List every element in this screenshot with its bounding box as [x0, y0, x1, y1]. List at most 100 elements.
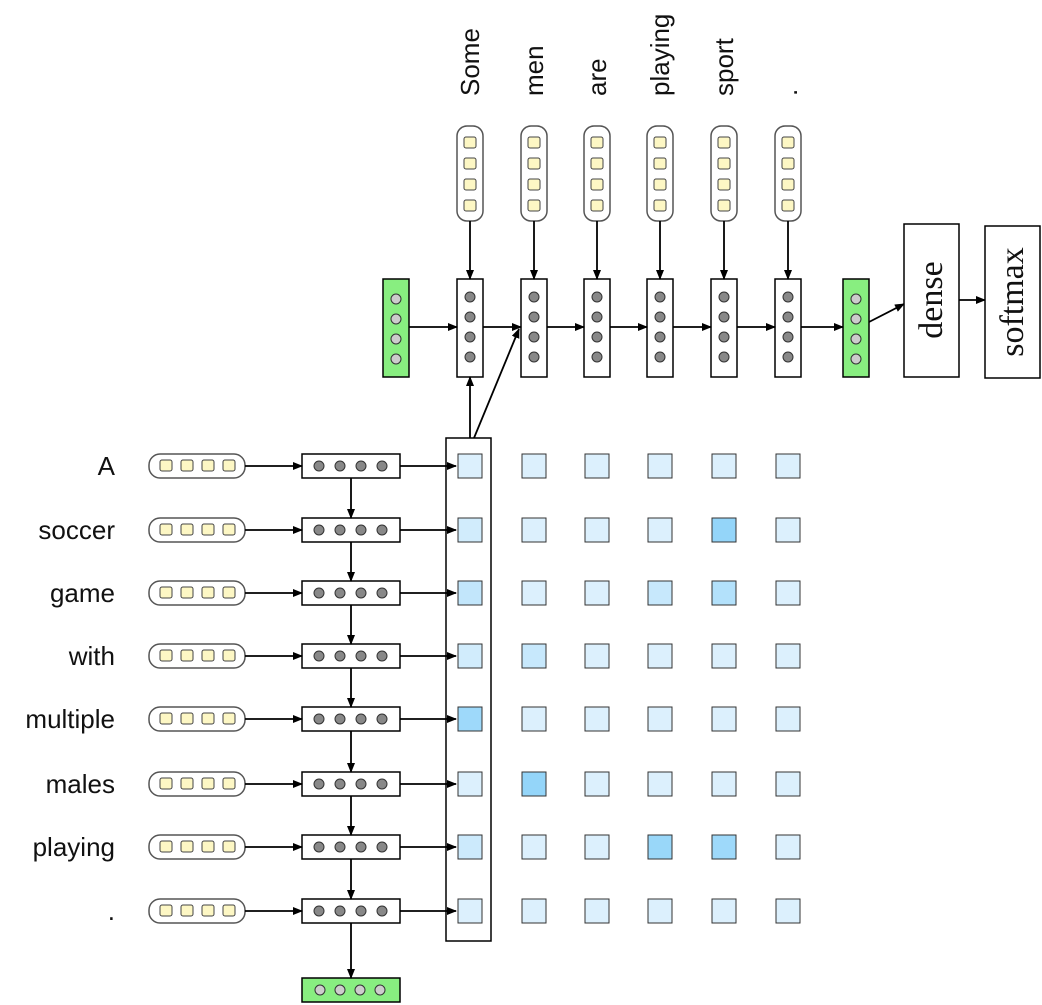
- embedding-unit: [159, 586, 173, 599]
- premise-embeddings: [148, 453, 246, 924]
- embedding-unit: [717, 136, 731, 149]
- attention-cell: [457, 898, 483, 924]
- state-node: [354, 984, 366, 996]
- hypothesis-word: men: [519, 45, 549, 96]
- attention-matrix: [445, 437, 801, 942]
- lstm-node: [782, 331, 794, 343]
- lstm-node: [355, 778, 367, 790]
- lstm-node: [334, 713, 346, 725]
- lstm-node: [334, 460, 346, 472]
- attention-cell: [521, 643, 547, 669]
- embedding-unit: [201, 649, 215, 662]
- lstm-node: [313, 460, 325, 472]
- embedding-unit: [201, 904, 215, 917]
- lstm-node: [654, 291, 666, 303]
- lstm-node: [355, 713, 367, 725]
- lstm-node: [654, 351, 666, 363]
- attention-cell: [711, 580, 737, 606]
- lstm-node: [355, 905, 367, 917]
- attention-cell: [711, 898, 737, 924]
- lstm-node: [313, 778, 325, 790]
- attention-cell: [521, 580, 547, 606]
- premise-lstm: [301, 453, 401, 1003]
- lstm-node: [376, 460, 388, 472]
- lstm-node: [591, 351, 603, 363]
- lstm-node: [782, 351, 794, 363]
- lstm-node: [718, 311, 730, 323]
- embedding-unit: [222, 649, 236, 662]
- lstm-node: [334, 524, 346, 536]
- lstm-node: [591, 291, 603, 303]
- embedding-unit: [781, 157, 795, 170]
- embedding-unit: [159, 712, 173, 725]
- embedding-unit: [653, 157, 667, 170]
- lstm-node: [376, 841, 388, 853]
- attention-cell: [521, 706, 547, 732]
- attention-cell: [584, 580, 610, 606]
- hypothesis-word: playing: [645, 14, 675, 96]
- attention-cell: [457, 706, 483, 732]
- attention-cell: [647, 643, 673, 669]
- lstm-node: [591, 331, 603, 343]
- lstm-node: [654, 311, 666, 323]
- hypothesis-embeddings: [456, 125, 802, 222]
- attention-cell: [711, 517, 737, 543]
- attention-cell: [521, 517, 547, 543]
- premise-word: .: [108, 896, 115, 926]
- dense-label: dense: [913, 261, 950, 338]
- lstm-node: [355, 587, 367, 599]
- embedding-unit: [201, 712, 215, 725]
- lstm-node: [376, 713, 388, 725]
- lstm-node: [528, 331, 540, 343]
- embedding-unit: [222, 586, 236, 599]
- embedding-unit: [159, 649, 173, 662]
- lstm-node: [718, 291, 730, 303]
- embedding-unit: [180, 523, 194, 536]
- attention-cell: [521, 771, 547, 797]
- embedding-unit: [201, 586, 215, 599]
- hypothesis-word: are: [582, 58, 612, 96]
- attention-cell: [647, 453, 673, 479]
- lstm-node: [313, 841, 325, 853]
- embedding-unit: [590, 136, 604, 149]
- premise-word: with: [68, 641, 115, 671]
- lstm-node: [355, 650, 367, 662]
- state-node: [850, 333, 862, 345]
- attention-cell: [775, 706, 801, 732]
- embedding-unit: [781, 199, 795, 212]
- lstm-node: [464, 311, 476, 323]
- lstm-node: [313, 524, 325, 536]
- attention-cell: [711, 453, 737, 479]
- attention-cell: [647, 898, 673, 924]
- lstm-node: [313, 713, 325, 725]
- state-node: [314, 984, 326, 996]
- embedding-unit: [222, 459, 236, 472]
- lstm-node: [528, 311, 540, 323]
- attention-cell: [521, 898, 547, 924]
- embedding-unit: [590, 157, 604, 170]
- embedding-unit: [180, 904, 194, 917]
- embedding-unit: [463, 157, 477, 170]
- premise-word: playing: [33, 832, 115, 862]
- attention-cell: [457, 643, 483, 669]
- lstm-node: [355, 841, 367, 853]
- embedding-unit: [781, 136, 795, 149]
- embedding-unit: [201, 459, 215, 472]
- embedding-unit: [180, 459, 194, 472]
- lstm-node: [313, 905, 325, 917]
- lstm-node: [718, 351, 730, 363]
- state-node: [390, 293, 402, 305]
- attention-cell: [647, 834, 673, 860]
- lstm-node: [313, 587, 325, 599]
- embedding-unit: [527, 157, 541, 170]
- attention-cell: [584, 771, 610, 797]
- lstm-node: [376, 524, 388, 536]
- premise-word: A: [98, 451, 116, 481]
- lstm-node: [376, 778, 388, 790]
- attention-cell: [775, 453, 801, 479]
- attention-cell: [775, 771, 801, 797]
- embedding-unit: [159, 904, 173, 917]
- premise-word: soccer: [38, 515, 115, 545]
- attention-cell: [647, 517, 673, 543]
